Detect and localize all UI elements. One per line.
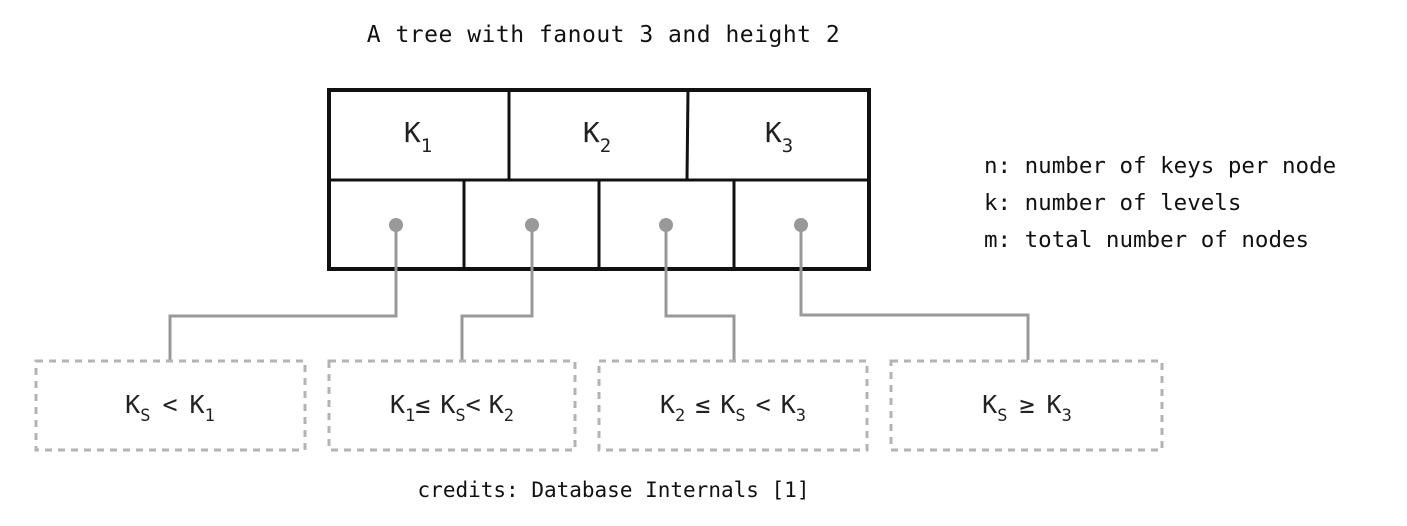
- pointer-dot-1: [389, 218, 403, 232]
- child-node-1: [34, 359, 307, 452]
- root-key-2: K2: [583, 116, 611, 157]
- root-node: K1 K2 K3: [327, 88, 871, 271]
- legend-item-n: n: number of keys per node: [984, 153, 1337, 179]
- child-nodes: [34, 359, 1164, 452]
- pointer-connector-3: [664, 226, 736, 360]
- legend-item-m: m: total number of nodes: [984, 227, 1310, 253]
- pointer-connectors: [168, 226, 1030, 360]
- legend: n: number of keys per node k: number of …: [984, 148, 1336, 259]
- child-condition-3: K2≤KS<K3: [660, 390, 806, 426]
- pointer-dots: [389, 218, 808, 232]
- root-key-3: K3: [765, 116, 793, 157]
- root-key-1: K1: [404, 116, 432, 157]
- child-condition-1: KS<K1: [125, 390, 215, 426]
- key-cell-divider: [685, 89, 690, 181]
- pointer-connector-4: [799, 226, 1030, 360]
- child-node-4: [889, 359, 1164, 452]
- pointer-connector-2: [460, 226, 534, 360]
- pointer-dot-3: [659, 218, 673, 232]
- child-node-2: [327, 359, 577, 452]
- legend-item-k: k: number of levels: [984, 190, 1242, 216]
- child-condition-2: K1≤KS<K2: [390, 390, 514, 426]
- pointer-connector-1: [168, 226, 398, 360]
- pointer-dot-2: [525, 218, 539, 232]
- credits-caption: credits: Database Internals [1]: [417, 478, 810, 502]
- child-condition-4: KS≥K3: [982, 390, 1072, 426]
- pointer-dot-4: [794, 218, 808, 232]
- diagram-title: A tree with fanout 3 and height 2: [366, 22, 841, 48]
- child-node-3: [597, 359, 869, 452]
